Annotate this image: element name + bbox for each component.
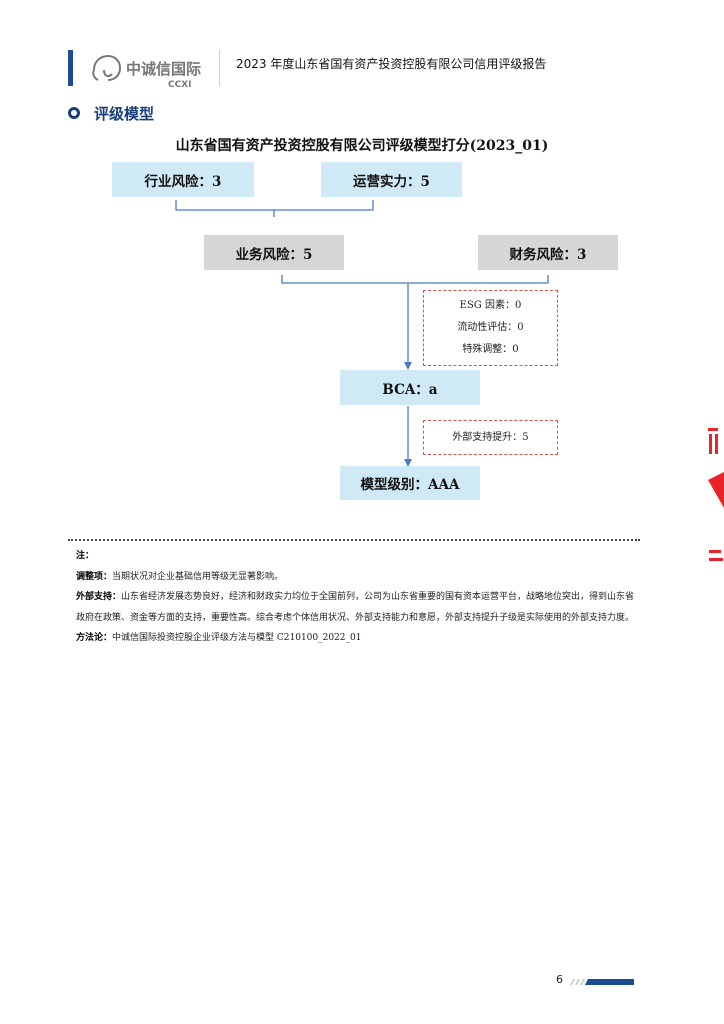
section-bullet-icon xyxy=(68,107,80,119)
dotted-divider xyxy=(68,539,640,541)
ccxi-logo: 中诚信国际 CCXI xyxy=(88,50,208,90)
adjustments-box: ESG 因素：0 流动性评估：0 特殊调整：0 xyxy=(423,290,558,366)
report-title: 2023 年度山东省国有资产投资控股有限公司信用评级报告 xyxy=(236,57,547,71)
note-adjustment: 调整项：当期状况对企业基础信用等级无显著影响。 xyxy=(76,571,284,582)
diagram-title: 山东省国有资产投资控股有限公司评级模型打分(2023_01) xyxy=(175,138,549,154)
header-bar xyxy=(68,50,73,86)
business-risk-box: 业务风险：5 xyxy=(204,235,344,270)
page-number: 6 xyxy=(556,973,563,986)
notes-heading: 注： xyxy=(76,551,95,561)
note-external-support: 外部支持：山东省经济发展态势良好，经济和财政实力均位于全国前列，公司为山东省重要… xyxy=(76,592,635,623)
operation-box: 运营实力：5 xyxy=(321,162,462,197)
external-support-text: 外部支持提升：5 xyxy=(452,431,529,443)
svg-text:中诚信国际: 中诚信国际 xyxy=(126,60,201,78)
svg-text:CCXI: CCXI xyxy=(168,80,192,90)
industry-risk-box: 行业风险：3 xyxy=(112,162,254,197)
liquidity-adjustment: 流动性评估：0 xyxy=(457,322,524,333)
header-divider xyxy=(219,50,220,86)
financial-risk-box: 财务风险：3 xyxy=(478,235,618,270)
model-grade-box: 模型级别：AAA xyxy=(340,466,480,500)
external-support-box: 外部支持提升：5 xyxy=(423,420,558,455)
notes: 注： 调整项：当期状况对企业基础信用等级无显著影响。 外部支持：山东省经济发展态… xyxy=(76,546,636,649)
note-methodology: 方法论：中诚信国际投资控股企业评级方法与模型 C210100_2022_01 xyxy=(76,633,362,643)
section-title: 评级模型 xyxy=(94,105,155,123)
bca-box: BCA：a xyxy=(340,370,480,405)
red-seal-stamp xyxy=(706,420,724,570)
special-adjustment: 特殊调整：0 xyxy=(462,344,519,355)
esg-adjustment: ESG 因素：0 xyxy=(459,300,522,311)
diagram-connectors xyxy=(175,200,549,467)
footer-bar xyxy=(570,979,634,985)
